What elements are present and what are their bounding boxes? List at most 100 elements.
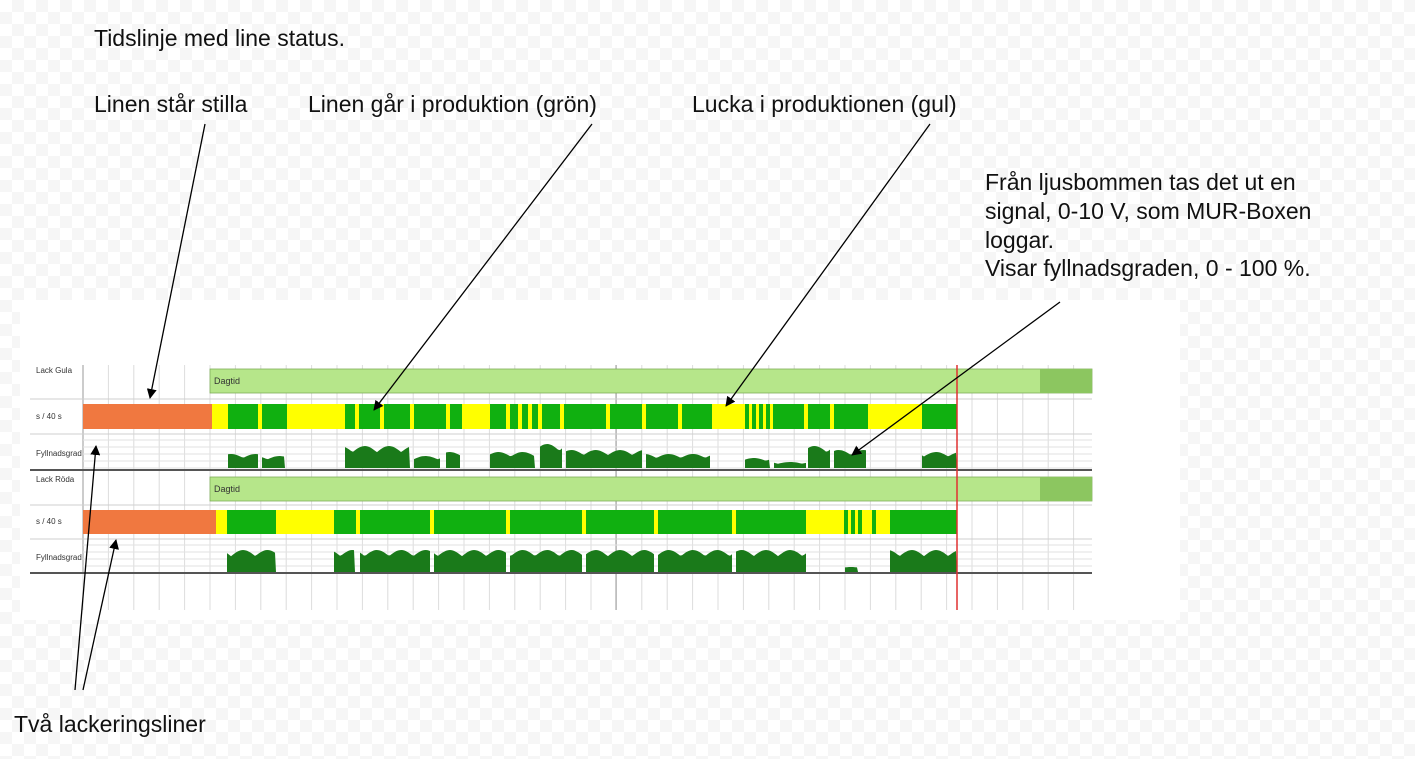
lane-1-fill-level — [228, 454, 258, 468]
lane-2-shift-label: Dagtid — [214, 484, 240, 494]
lane-1-status-production — [646, 404, 678, 429]
lane-2-status-production — [360, 510, 430, 534]
lane-2-fill-label: Fyllnadsgrad — [36, 553, 82, 562]
lane-1-status-production — [610, 404, 642, 429]
lane-1-status-production — [522, 404, 528, 429]
lane-2-status-gap — [876, 510, 890, 534]
lane-1-status-gap — [506, 404, 510, 429]
lane-1-fill-level — [490, 452, 535, 468]
lane-1-status-production — [510, 404, 518, 429]
lane-2-status-production — [851, 510, 855, 534]
lane-1-status-gap — [756, 404, 759, 429]
lane-2-status-gap — [732, 510, 736, 534]
lane-1-status-gap — [287, 404, 345, 429]
lane-2-status-gap — [848, 510, 851, 534]
lane-2-status-gap — [582, 510, 586, 534]
lane-1-status-production — [450, 404, 462, 429]
lane-1-status-gap — [804, 404, 808, 429]
lane-1-status-gap — [642, 404, 646, 429]
lane-1-status-gap — [763, 404, 766, 429]
lane-2-fill-level — [227, 550, 276, 572]
lane-2-status-production — [844, 510, 848, 534]
lane-1-status-production — [766, 404, 770, 429]
lane-1-status-gap — [868, 404, 922, 429]
lane-1-status-gap — [446, 404, 450, 429]
lane-2-fill-level — [360, 550, 430, 572]
lane-1-status-gap — [355, 404, 359, 429]
lane-2-status-gap — [862, 510, 872, 534]
label-production-gap: Lucka i produktionen (gul) — [692, 91, 957, 117]
lane-1-fill-level — [345, 446, 410, 468]
lane-2-status-gap — [276, 510, 334, 534]
label-signal-line-1: Från ljusbommen tas det ut en — [985, 169, 1296, 195]
lane-1-status-gap — [462, 404, 490, 429]
lane-2-status-production — [736, 510, 806, 534]
label-signal-block: Från ljusbommen tas det ut en signal, 0-… — [985, 168, 1311, 283]
lane-1-status-gap — [212, 404, 228, 429]
lane-2-status-production — [586, 510, 654, 534]
lane-1-fill-level — [540, 444, 562, 468]
lane-1-status-gap — [560, 404, 564, 429]
lane-2-status-production — [858, 510, 862, 534]
label-two-lines: Två lackeringsliner — [14, 711, 206, 737]
lane-1-status-gap — [749, 404, 752, 429]
lane-2-fill-level — [845, 567, 858, 572]
lane-2-status-label: s / 40 s — [36, 517, 62, 526]
lane-1-shift-bar — [209, 368, 1093, 394]
lane-1-status-production — [359, 404, 380, 429]
lane-1-status-production — [834, 404, 868, 429]
lane-1-status-production — [752, 404, 756, 429]
lane-1-status-label: s / 40 s — [36, 412, 62, 421]
lane-2-shift-bar-end — [1040, 477, 1092, 501]
lane-2-status-gap — [430, 510, 434, 534]
lane-1-status-gap — [712, 404, 745, 429]
lane-2-status-gap — [806, 510, 844, 534]
lane-1-status-gap — [380, 404, 384, 429]
lane-1-status-production — [808, 404, 830, 429]
label-signal-line-4: Visar fyllnadsgraden, 0 - 100 %. — [985, 255, 1311, 282]
lane-1-fill-level — [446, 452, 460, 468]
lane-2-status-production — [510, 510, 582, 534]
lane-2-status-gap — [506, 510, 510, 534]
lane-1-status-gap — [770, 404, 773, 429]
lane-1-status-gap — [258, 404, 262, 429]
lane-1-fill-label: Fyllnadsgrad — [36, 449, 82, 458]
lane-1-status-production — [345, 404, 355, 429]
lane-2-status-production — [872, 510, 876, 534]
lane-1-status-production — [228, 404, 258, 429]
lane-1-status-stopped — [83, 404, 212, 429]
lane-1-status-production — [262, 404, 287, 429]
lane-1-status-production — [773, 404, 804, 429]
lane-1-status-gap — [528, 404, 532, 429]
lane-1-status-gap — [678, 404, 682, 429]
lane-1-status-production — [922, 404, 957, 429]
lane-1-fill-level — [566, 450, 642, 468]
lane-2-status-production — [334, 510, 356, 534]
lane-1-fill-level — [414, 456, 440, 468]
lane-1-status-production — [542, 404, 560, 429]
lane-1-fill-level — [808, 446, 830, 468]
lane-1-status-production — [532, 404, 538, 429]
lane-2-status-gap — [356, 510, 360, 534]
lane-2-fill-level — [890, 550, 957, 572]
timeline-lanes — [30, 365, 1093, 610]
lane-2-fill-level — [586, 550, 654, 572]
lane-2-status-production — [658, 510, 732, 534]
lane-1-status-production — [414, 404, 446, 429]
lane-1-status-production — [682, 404, 712, 429]
lane-1-shift-label: Dagtid — [214, 376, 240, 386]
lane-1-fill-level — [745, 458, 770, 468]
lane-1-status-production — [759, 404, 763, 429]
label-line-production: Linen går i produktion (grön) — [308, 91, 597, 117]
lane-2-fill-level — [658, 550, 732, 572]
label-line-stopped: Linen står stilla — [94, 91, 248, 117]
lane-1-status-production — [564, 404, 606, 429]
lane-1-fill-level — [262, 456, 285, 468]
lane-1-status-gap — [606, 404, 610, 429]
lane-2-name: Lack Röda — [36, 475, 75, 484]
lane-2-status-gap — [855, 510, 858, 534]
label-signal-line-3: loggar. — [985, 226, 1055, 253]
lane-2-status-production — [434, 510, 506, 534]
lane-1-fill-level — [922, 452, 957, 468]
lane-1-status-production — [745, 404, 749, 429]
